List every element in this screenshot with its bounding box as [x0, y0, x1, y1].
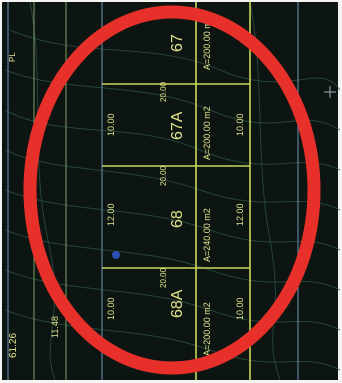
- edge-label-offset: 11.48: [50, 316, 60, 338]
- lot-67-number: 67: [169, 34, 186, 52]
- lot-68-side-dim: 12.00: [106, 203, 116, 226]
- lot-68a-area: A=200.00 m2: [202, 302, 212, 356]
- lot-67a-side-dim: 10.00: [106, 113, 116, 136]
- lot-68a-number: 68A: [169, 289, 186, 318]
- lot-68a-side-dim-right: 10.00: [235, 297, 245, 320]
- lot-67a-top-dim: 20.00: [159, 81, 168, 102]
- lot-68a-side-dim: 10.00: [106, 297, 116, 320]
- lot-68-area: A=240.00 m2: [202, 208, 212, 262]
- lot-68-top-dim: 20.00: [159, 165, 168, 186]
- road-lines: [7, 2, 299, 380]
- lot-boundaries: [102, 2, 251, 380]
- lot-67a-number: 67A: [169, 111, 186, 140]
- lot-68-number: 68: [169, 210, 186, 228]
- contour-lines: [4, 1, 341, 381]
- lot-67-area: A=200.00 m2: [202, 16, 212, 70]
- highlight-circle: [23, 5, 321, 375]
- plan-labels: PL 61.26 11.48 67 A=200.00 m2 67A A=200.…: [8, 16, 245, 358]
- edge-label-distance: 61.26: [8, 333, 19, 358]
- lot-68a-top-dim: 20.00: [159, 267, 168, 288]
- lot-67a-side-dim-right: 10.00: [235, 113, 245, 136]
- survey-marker: [112, 251, 120, 259]
- edge-label-pl: PL: [8, 52, 17, 62]
- lot-67a-area: A=200.00 m2: [202, 106, 212, 160]
- lot-68-side-dim-right: 12.00: [235, 203, 245, 226]
- north-cross: [324, 86, 336, 98]
- plan-background: [2, 2, 338, 380]
